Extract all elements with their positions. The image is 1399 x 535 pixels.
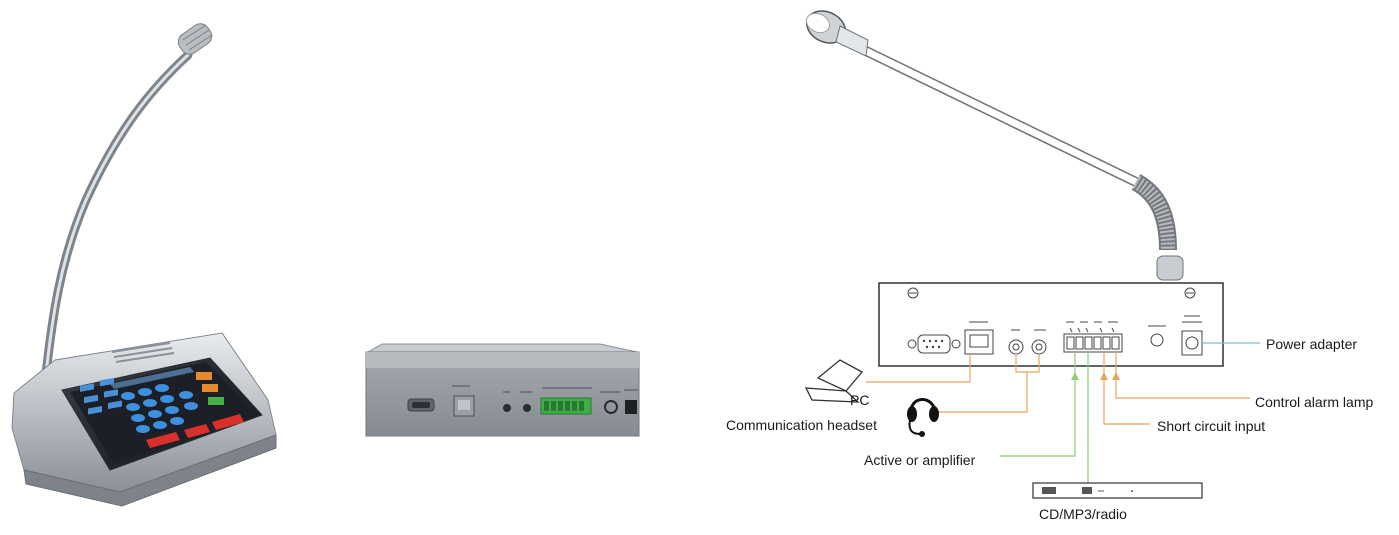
terminal-block-drawing [1063, 321, 1123, 353]
label-short-circuit-input: Short circuit input [1157, 418, 1266, 434]
headset-icon [907, 398, 939, 437]
connection-lines [866, 342, 1260, 492]
panel-screws [907, 287, 1196, 299]
speaker-grille [111, 342, 175, 363]
din-port-photo [604, 400, 618, 414]
green-key [208, 397, 224, 405]
rear-panel-photo [365, 343, 640, 437]
jack-photo-2 [523, 404, 531, 412]
alarm-line [1115, 352, 1250, 399]
connection-arrows [1071, 372, 1120, 492]
laptop-icon [804, 359, 864, 403]
console-mic-head [177, 23, 213, 55]
pc-line [866, 354, 971, 383]
power-port-photo [625, 400, 637, 414]
headset-line [934, 372, 1028, 413]
rear-panel-drawing [878, 282, 1224, 367]
rj45-port-drawing [964, 321, 994, 355]
touchscreen-header [110, 367, 194, 389]
jack-photo-1 [503, 404, 511, 412]
label-active-or-amplifier: Active or amplifier [864, 452, 976, 468]
drawing-mic-head [805, 10, 869, 57]
db9-port-drawing [907, 334, 961, 354]
amplifier-line [1000, 352, 1076, 457]
din-port-drawing [1148, 325, 1166, 347]
drawing-gooseneck [859, 45, 1184, 281]
label-communication-headset: Communication headset [726, 417, 877, 433]
cd-player-icon [1032, 482, 1203, 499]
label-cd-mp3-radio: CD/MP3/radio [1039, 506, 1127, 522]
label-pc: PC [850, 392, 870, 408]
touchscreen-keypad [121, 384, 198, 433]
paging-console [11, 23, 277, 507]
label-control-alarm-lamp: Control alarm lamp [1255, 394, 1374, 410]
power-port-drawing [1181, 315, 1203, 356]
console-gooseneck [41, 50, 193, 379]
line-drawing [804, 10, 1260, 499]
red-key [146, 432, 180, 448]
audio-jacks-drawing [1008, 329, 1047, 355]
label-power-adapter: Power adapter [1266, 336, 1358, 352]
orange-key [196, 372, 212, 380]
